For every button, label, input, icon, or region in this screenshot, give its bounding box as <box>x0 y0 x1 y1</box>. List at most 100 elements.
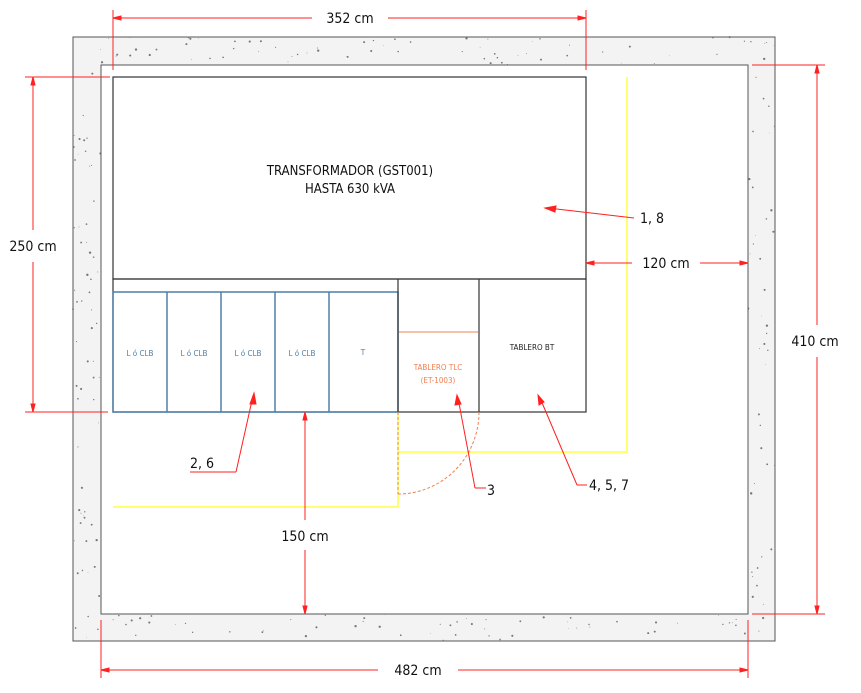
concrete-speck <box>97 422 99 424</box>
concrete-speck <box>654 621 658 624</box>
concrete-speck <box>763 288 766 291</box>
cell-label: L ó CLB <box>235 348 262 358</box>
concrete-speck <box>129 54 132 57</box>
concrete-speck <box>189 37 192 40</box>
cell-label: L ó CLB <box>127 348 154 358</box>
concrete-speck <box>125 623 127 626</box>
concrete-speck <box>762 616 765 620</box>
concrete-speck <box>88 291 91 294</box>
concrete-speck <box>767 349 769 352</box>
concrete-speck <box>209 57 211 60</box>
concrete-speck <box>76 300 78 303</box>
tlc-label-1: TABLERO TLC <box>413 363 463 372</box>
concrete-speck <box>198 38 200 39</box>
concrete-speck <box>78 508 81 512</box>
concrete-speck <box>248 40 251 43</box>
callout-transformer: 1, 8 <box>640 211 664 227</box>
concrete-speck <box>79 522 82 524</box>
concrete-speck <box>540 58 542 61</box>
dimension-lines <box>25 10 825 678</box>
concrete-speck <box>525 53 527 55</box>
concrete-speck <box>759 257 762 260</box>
concrete-speck <box>439 623 441 625</box>
concrete-speck <box>763 342 766 345</box>
concrete-speck <box>647 632 650 635</box>
concrete-speck <box>399 634 402 637</box>
concrete-speck <box>765 364 766 366</box>
concrete-speck <box>372 39 375 42</box>
concrete-speck <box>191 59 192 60</box>
concrete-speck <box>83 516 86 519</box>
concrete-speck <box>259 40 262 43</box>
concrete-speck <box>222 56 224 59</box>
concrete-speck <box>750 41 752 43</box>
concrete-speck <box>100 61 104 64</box>
concrete-speck <box>93 565 96 568</box>
concrete-speck <box>262 630 264 632</box>
concrete-speck <box>766 41 768 44</box>
concrete-speck <box>88 251 92 254</box>
concrete-speck <box>363 41 366 44</box>
tablero-bt-label: TABLERO BT <box>509 343 555 352</box>
concrete-speck <box>83 514 85 516</box>
concrete-speck <box>134 48 138 51</box>
concrete-speck <box>85 540 88 543</box>
cell-label: T <box>360 348 366 357</box>
concrete-speck <box>315 626 318 629</box>
concrete-speck <box>363 617 366 620</box>
concrete-speck <box>755 235 756 236</box>
concrete-speck <box>752 243 754 245</box>
concrete-speck <box>759 348 760 350</box>
concrete-speck <box>493 52 496 55</box>
cell-label: L ó CLB <box>181 348 208 358</box>
concrete-speck <box>72 308 74 311</box>
concrete-speck <box>763 603 765 605</box>
concrete-speck <box>430 633 431 635</box>
concrete-speck <box>758 630 760 632</box>
concrete-speck <box>81 569 84 572</box>
concrete-speck <box>735 624 737 627</box>
concrete-speck <box>90 523 93 526</box>
concrete-speck <box>763 57 766 61</box>
transformer-box: TRANSFORMADOR (GST001) HASTA 630 kVA <box>112 76 587 280</box>
concrete-speck <box>191 631 194 634</box>
concrete-speck <box>602 51 604 53</box>
concrete-speck <box>77 397 79 400</box>
concrete-speck <box>92 256 95 258</box>
concrete-speck <box>442 639 445 642</box>
concrete-speck <box>90 278 92 281</box>
concrete-speck <box>728 35 731 39</box>
concrete-speck <box>83 139 86 142</box>
concrete-speck <box>354 625 357 628</box>
concrete-speck <box>718 615 719 616</box>
concrete-speck <box>185 43 188 46</box>
concrete-speck <box>317 49 320 52</box>
concrete-speck <box>91 164 93 166</box>
concrete-speck <box>394 38 396 41</box>
callout-cells: 2, 6 <box>190 456 214 472</box>
concrete-speck <box>112 619 114 621</box>
concrete-speck <box>84 511 86 513</box>
concrete-speck <box>757 413 760 416</box>
concrete-speck <box>86 137 88 139</box>
concrete-speck <box>766 463 769 466</box>
concrete-speck <box>589 626 591 628</box>
concrete-speck <box>378 625 381 628</box>
concrete-speck <box>751 186 754 189</box>
dim-left: 250 cm <box>9 239 56 255</box>
concrete-speck <box>751 595 754 598</box>
concrete-speck <box>95 322 98 325</box>
concrete-speck <box>87 571 89 573</box>
concrete-speck <box>74 159 76 161</box>
concrete-speck <box>82 114 84 117</box>
concrete-speck <box>496 56 499 59</box>
concrete-speck <box>488 635 490 637</box>
concrete-speck <box>370 49 373 53</box>
concrete-speck <box>621 62 623 64</box>
concrete-speck <box>75 384 78 387</box>
concrete-speck <box>470 622 473 626</box>
concrete-speck <box>568 628 569 629</box>
concrete-speck <box>80 387 83 390</box>
concrete-speck <box>773 45 775 46</box>
concrete-speck <box>130 619 133 622</box>
